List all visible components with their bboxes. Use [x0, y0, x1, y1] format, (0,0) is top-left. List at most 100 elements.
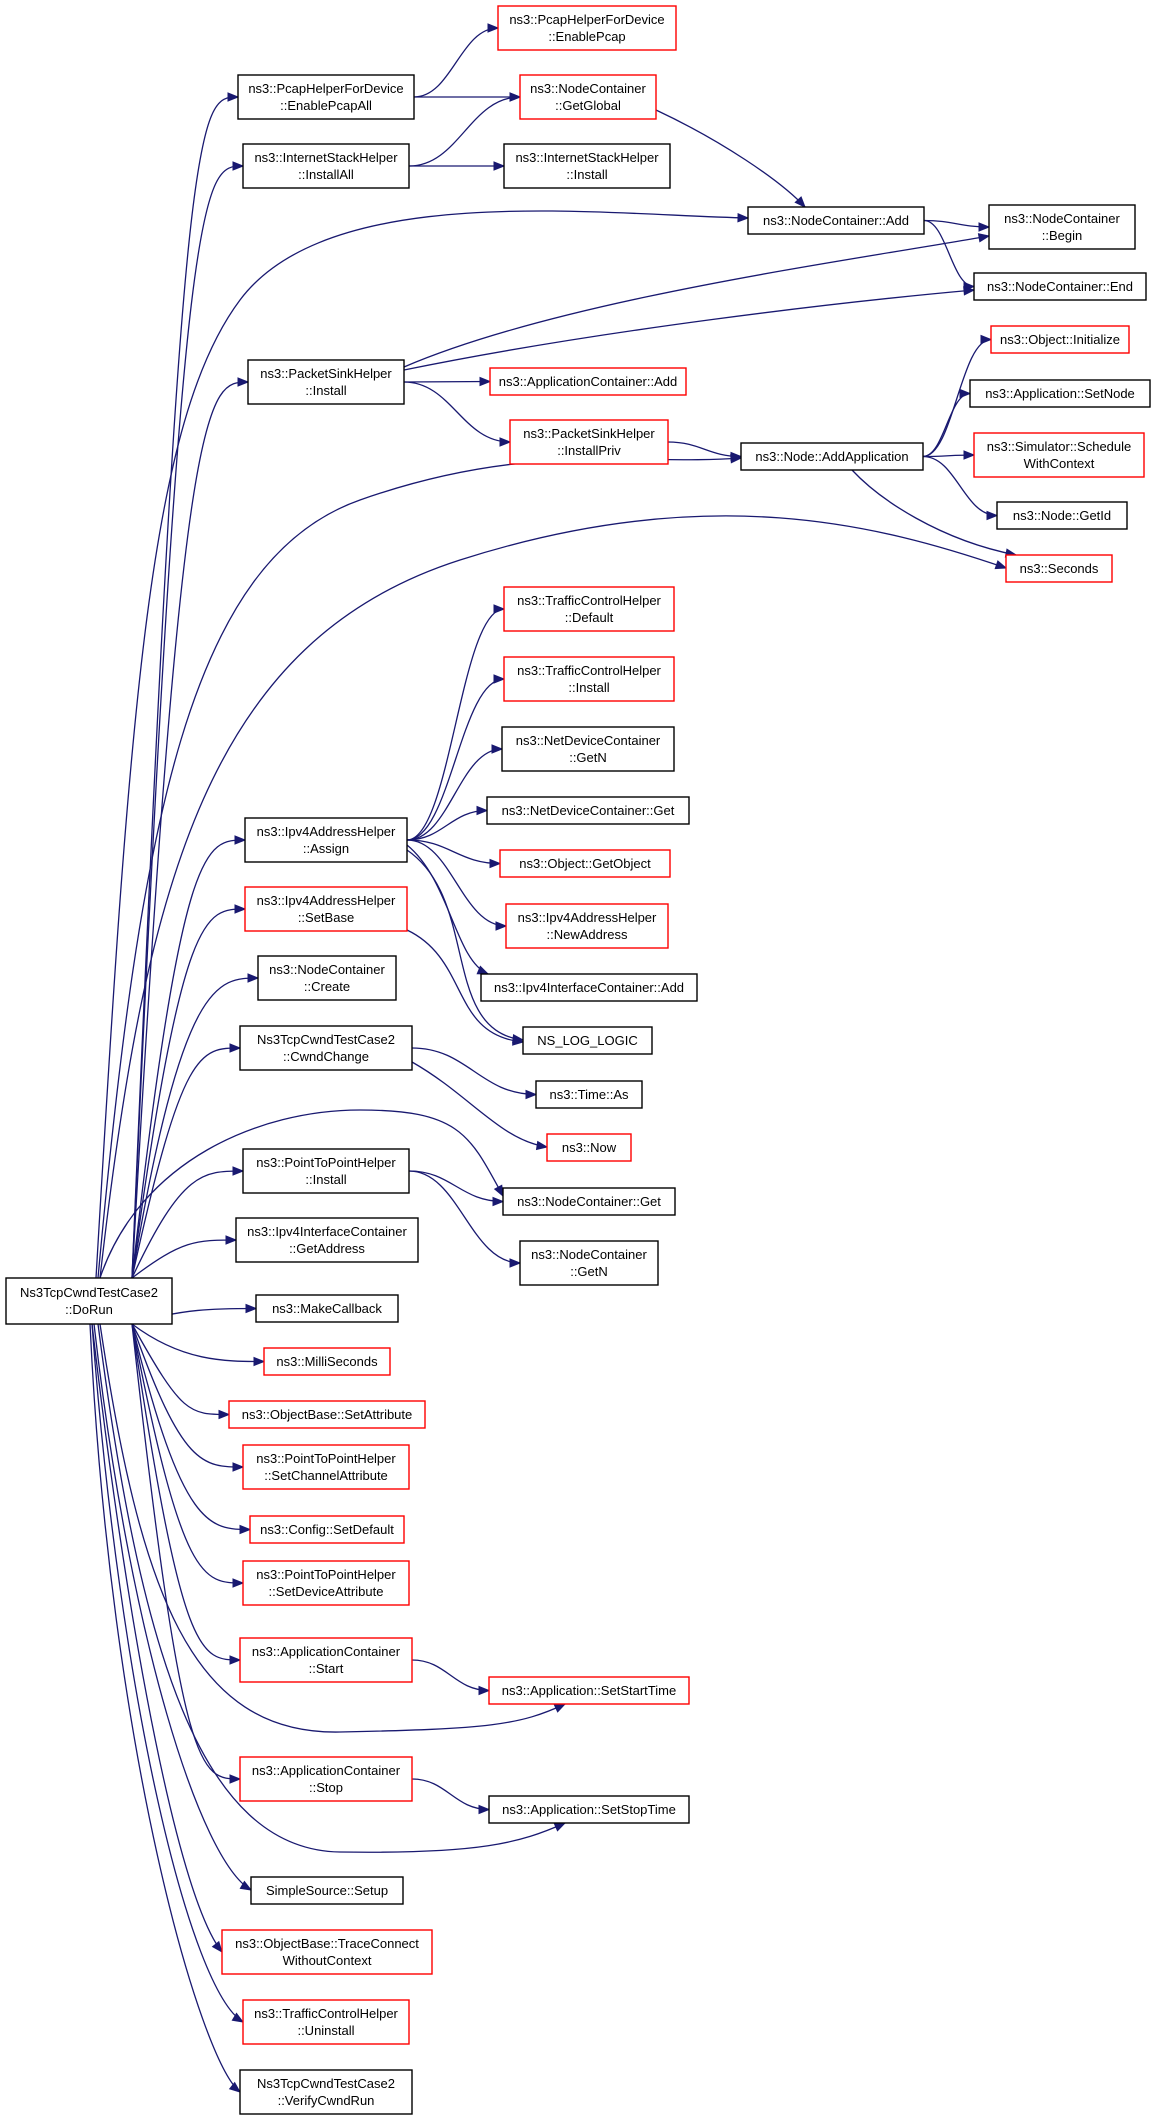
- call-edge-arrowhead: [512, 1036, 525, 1046]
- call-edge-arrowhead: [493, 1184, 504, 1198]
- node-label: ::Install: [305, 1172, 346, 1187]
- graph-node-obTrace[interactable]: ns3::ObjectBase::TraceConnectWithoutCont…: [221, 1929, 433, 1975]
- graph-node-ssSetup[interactable]: SimpleSource::Setup: [250, 1876, 404, 1905]
- graph-node-acStart[interactable]: ns3::ApplicationContainer::Start: [239, 1637, 413, 1683]
- node-label: ::InstallPriv: [557, 443, 621, 458]
- graph-node-nodeGetId[interactable]: ns3::Node::GetId: [996, 501, 1128, 530]
- node-box: [239, 1637, 413, 1683]
- node-box: [489, 367, 687, 396]
- call-edge-arrowhead: [794, 196, 806, 208]
- graph-node-ndcGet[interactable]: ns3::NetDeviceContainer::Get: [486, 796, 690, 825]
- call-edge: [97, 1323, 566, 1853]
- graph-node-seconds[interactable]: ns3::Seconds: [1005, 554, 1113, 583]
- graph-node-iicGetAddr[interactable]: ns3::Ipv4InterfaceContainer::GetAddress: [235, 1217, 419, 1263]
- node-label: ::Assign: [303, 841, 349, 856]
- graph-node-ncEnd[interactable]: ns3::NodeContainer::End: [973, 272, 1147, 301]
- graph-node-appSetStart[interactable]: ns3::Application::SetStartTime: [488, 1676, 690, 1705]
- call-edge-arrowhead: [509, 92, 522, 102]
- node-label: WithContext: [1024, 456, 1095, 471]
- graph-node-appSetStop[interactable]: ns3::Application::SetStopTime: [488, 1795, 690, 1824]
- node-label: ::CwndChange: [283, 1049, 369, 1064]
- call-edge-arrowhead: [231, 2012, 245, 2023]
- node-box: [221, 1929, 433, 1975]
- graph-node-milli[interactable]: ns3::MilliSeconds: [263, 1347, 391, 1376]
- node-box: [747, 206, 925, 235]
- node-label: ns3::ApplicationContainer: [252, 1763, 401, 1778]
- graph-node-p2pDevAttr[interactable]: ns3::PointToPointHelper::SetDeviceAttrib…: [242, 1560, 410, 1606]
- node-label: ::InstallAll: [298, 167, 354, 182]
- graph-node-nodeAddApp[interactable]: ns3::Node::AddApplication: [740, 442, 924, 471]
- graph-node-tchDefault[interactable]: ns3::TrafficControlHelper::Default: [503, 586, 675, 632]
- call-edge: [411, 1659, 490, 1692]
- node-label: ns3::ApplicationContainer: [252, 1644, 401, 1659]
- graph-node-ipv4SetBase[interactable]: ns3::Ipv4AddressHelper::SetBase: [244, 886, 408, 932]
- graph-node-p2pChanAttr[interactable]: ns3::PointToPointHelper::SetChannelAttri…: [242, 1444, 410, 1490]
- node-label: ns3::TrafficControlHelper: [517, 593, 661, 608]
- call-edge: [131, 1323, 241, 1780]
- node-label: ns3::PcapHelperForDevice: [509, 12, 664, 27]
- node-label: ns3::NetDeviceContainer: [516, 733, 661, 748]
- call-edge-arrowhead: [737, 213, 750, 223]
- call-edge-arrowhead: [489, 858, 502, 869]
- node-label: Ns3TcpCwndTestCase2: [257, 2076, 395, 2091]
- graph-node-getGlobal[interactable]: ns3::NodeContainer::GetGlobal: [519, 74, 657, 120]
- node-label: ns3::PointToPointHelper: [256, 1155, 396, 1170]
- graph-node-root[interactable]: Ns3TcpCwndTestCase2::DoRun: [5, 1277, 173, 1325]
- graph-node-verifyCwnd[interactable]: Ns3TcpCwndTestCase2::VerifyCwndRun: [239, 2069, 413, 2115]
- graph-node-installAll[interactable]: ns3::InternetStackHelper::InstallAll: [242, 143, 410, 189]
- graph-node-psInstallPriv[interactable]: ns3::PacketSinkHelper::InstallPriv: [509, 419, 669, 465]
- node-label: ::GetN: [569, 750, 607, 765]
- graph-node-ipv4Assign[interactable]: ns3::Ipv4AddressHelper::Assign: [244, 817, 408, 863]
- graph-node-ndcGetN[interactable]: ns3::NetDeviceContainer::GetN: [501, 726, 675, 772]
- call-edge: [922, 392, 971, 458]
- call-edge: [406, 608, 505, 841]
- call-edge: [411, 1061, 548, 1148]
- node-label: ns3::MilliSeconds: [276, 1354, 378, 1369]
- node-box: [488, 1795, 690, 1824]
- graph-node-iicAdd[interactable]: ns3::Ipv4InterfaceContainer::Add: [480, 973, 698, 1002]
- node-box: [502, 1187, 676, 1216]
- graph-node-objGetObject[interactable]: ns3::Object::GetObject: [499, 849, 671, 878]
- graph-node-appSetNode[interactable]: ns3::Application::SetNode: [969, 379, 1151, 408]
- graph-node-ishInstall[interactable]: ns3::InternetStackHelper::Install: [503, 143, 671, 189]
- graph-node-acStop[interactable]: ns3::ApplicationContainer::Stop: [239, 1756, 413, 1802]
- graph-node-now[interactable]: ns3::Now: [546, 1133, 632, 1162]
- call-nodes: Ns3TcpCwndTestCase2::DoRun ns3::PcapHelpe…: [5, 5, 1151, 2115]
- call-edge: [131, 1323, 244, 1584]
- graph-node-obSetAttr[interactable]: ns3::ObjectBase::SetAttribute: [228, 1400, 426, 1429]
- call-edge-arrowhead: [232, 1578, 245, 1588]
- graph-node-pcapAll[interactable]: ns3::PcapHelperForDevice::EnablePcapAll: [237, 74, 415, 120]
- graph-node-pcap[interactable]: ns3::PcapHelperForDevice::EnablePcap: [497, 5, 677, 51]
- call-edge: [655, 109, 806, 208]
- graph-node-ncGetN[interactable]: ns3::NodeContainer::GetN: [519, 1240, 659, 1286]
- graph-node-objInit[interactable]: ns3::Object::Initialize: [990, 325, 1130, 354]
- node-label: ::VerifyCwndRun: [278, 2093, 375, 2108]
- call-edge: [403, 380, 491, 383]
- graph-node-p2pInstall[interactable]: ns3::PointToPointHelper::Install: [242, 1148, 410, 1194]
- call-edge: [403, 289, 975, 371]
- graph-node-psInstall[interactable]: ns3::PacketSinkHelper::Install: [247, 359, 405, 405]
- graph-node-ncCreate[interactable]: ns3::NodeContainer::Create: [257, 955, 397, 1001]
- graph-node-ncAdd[interactable]: ns3::NodeContainer::Add: [747, 206, 925, 235]
- node-box: [244, 886, 408, 932]
- call-edge: [408, 1170, 521, 1264]
- graph-node-tchInstall[interactable]: ns3::TrafficControlHelper::Install: [503, 656, 675, 702]
- call-edge: [923, 219, 975, 288]
- node-box: [242, 143, 410, 189]
- graph-node-cwndChange[interactable]: Ns3TcpCwndTestCase2::CwndChange: [239, 1025, 413, 1071]
- node-label: ::GetGlobal: [555, 98, 621, 113]
- graph-node-ipv4NewAddr[interactable]: ns3::Ipv4AddressHelper::NewAddress: [505, 903, 669, 949]
- call-edge-arrowhead: [492, 1196, 505, 1207]
- graph-node-acAdd[interactable]: ns3::ApplicationContainer::Add: [489, 367, 687, 396]
- graph-node-timeAs[interactable]: ns3::Time::As: [535, 1080, 643, 1109]
- graph-node-makeCb[interactable]: ns3::MakeCallback: [255, 1294, 399, 1323]
- call-edge-arrowhead: [476, 805, 489, 816]
- call-edge-arrowhead: [535, 1140, 549, 1151]
- graph-node-cfgSetDefault[interactable]: ns3::Config::SetDefault: [249, 1515, 405, 1544]
- graph-node-ncBegin[interactable]: ns3::NodeContainer::Begin: [988, 204, 1136, 250]
- call-edge-arrowhead: [247, 973, 260, 983]
- graph-node-tchUninstall[interactable]: ns3::TrafficControlHelper::Uninstall: [242, 1999, 410, 2045]
- graph-node-nsLog[interactable]: NS_LOG_LOGIC: [522, 1026, 653, 1055]
- graph-node-ncGet[interactable]: ns3::NodeContainer::Get: [502, 1187, 676, 1216]
